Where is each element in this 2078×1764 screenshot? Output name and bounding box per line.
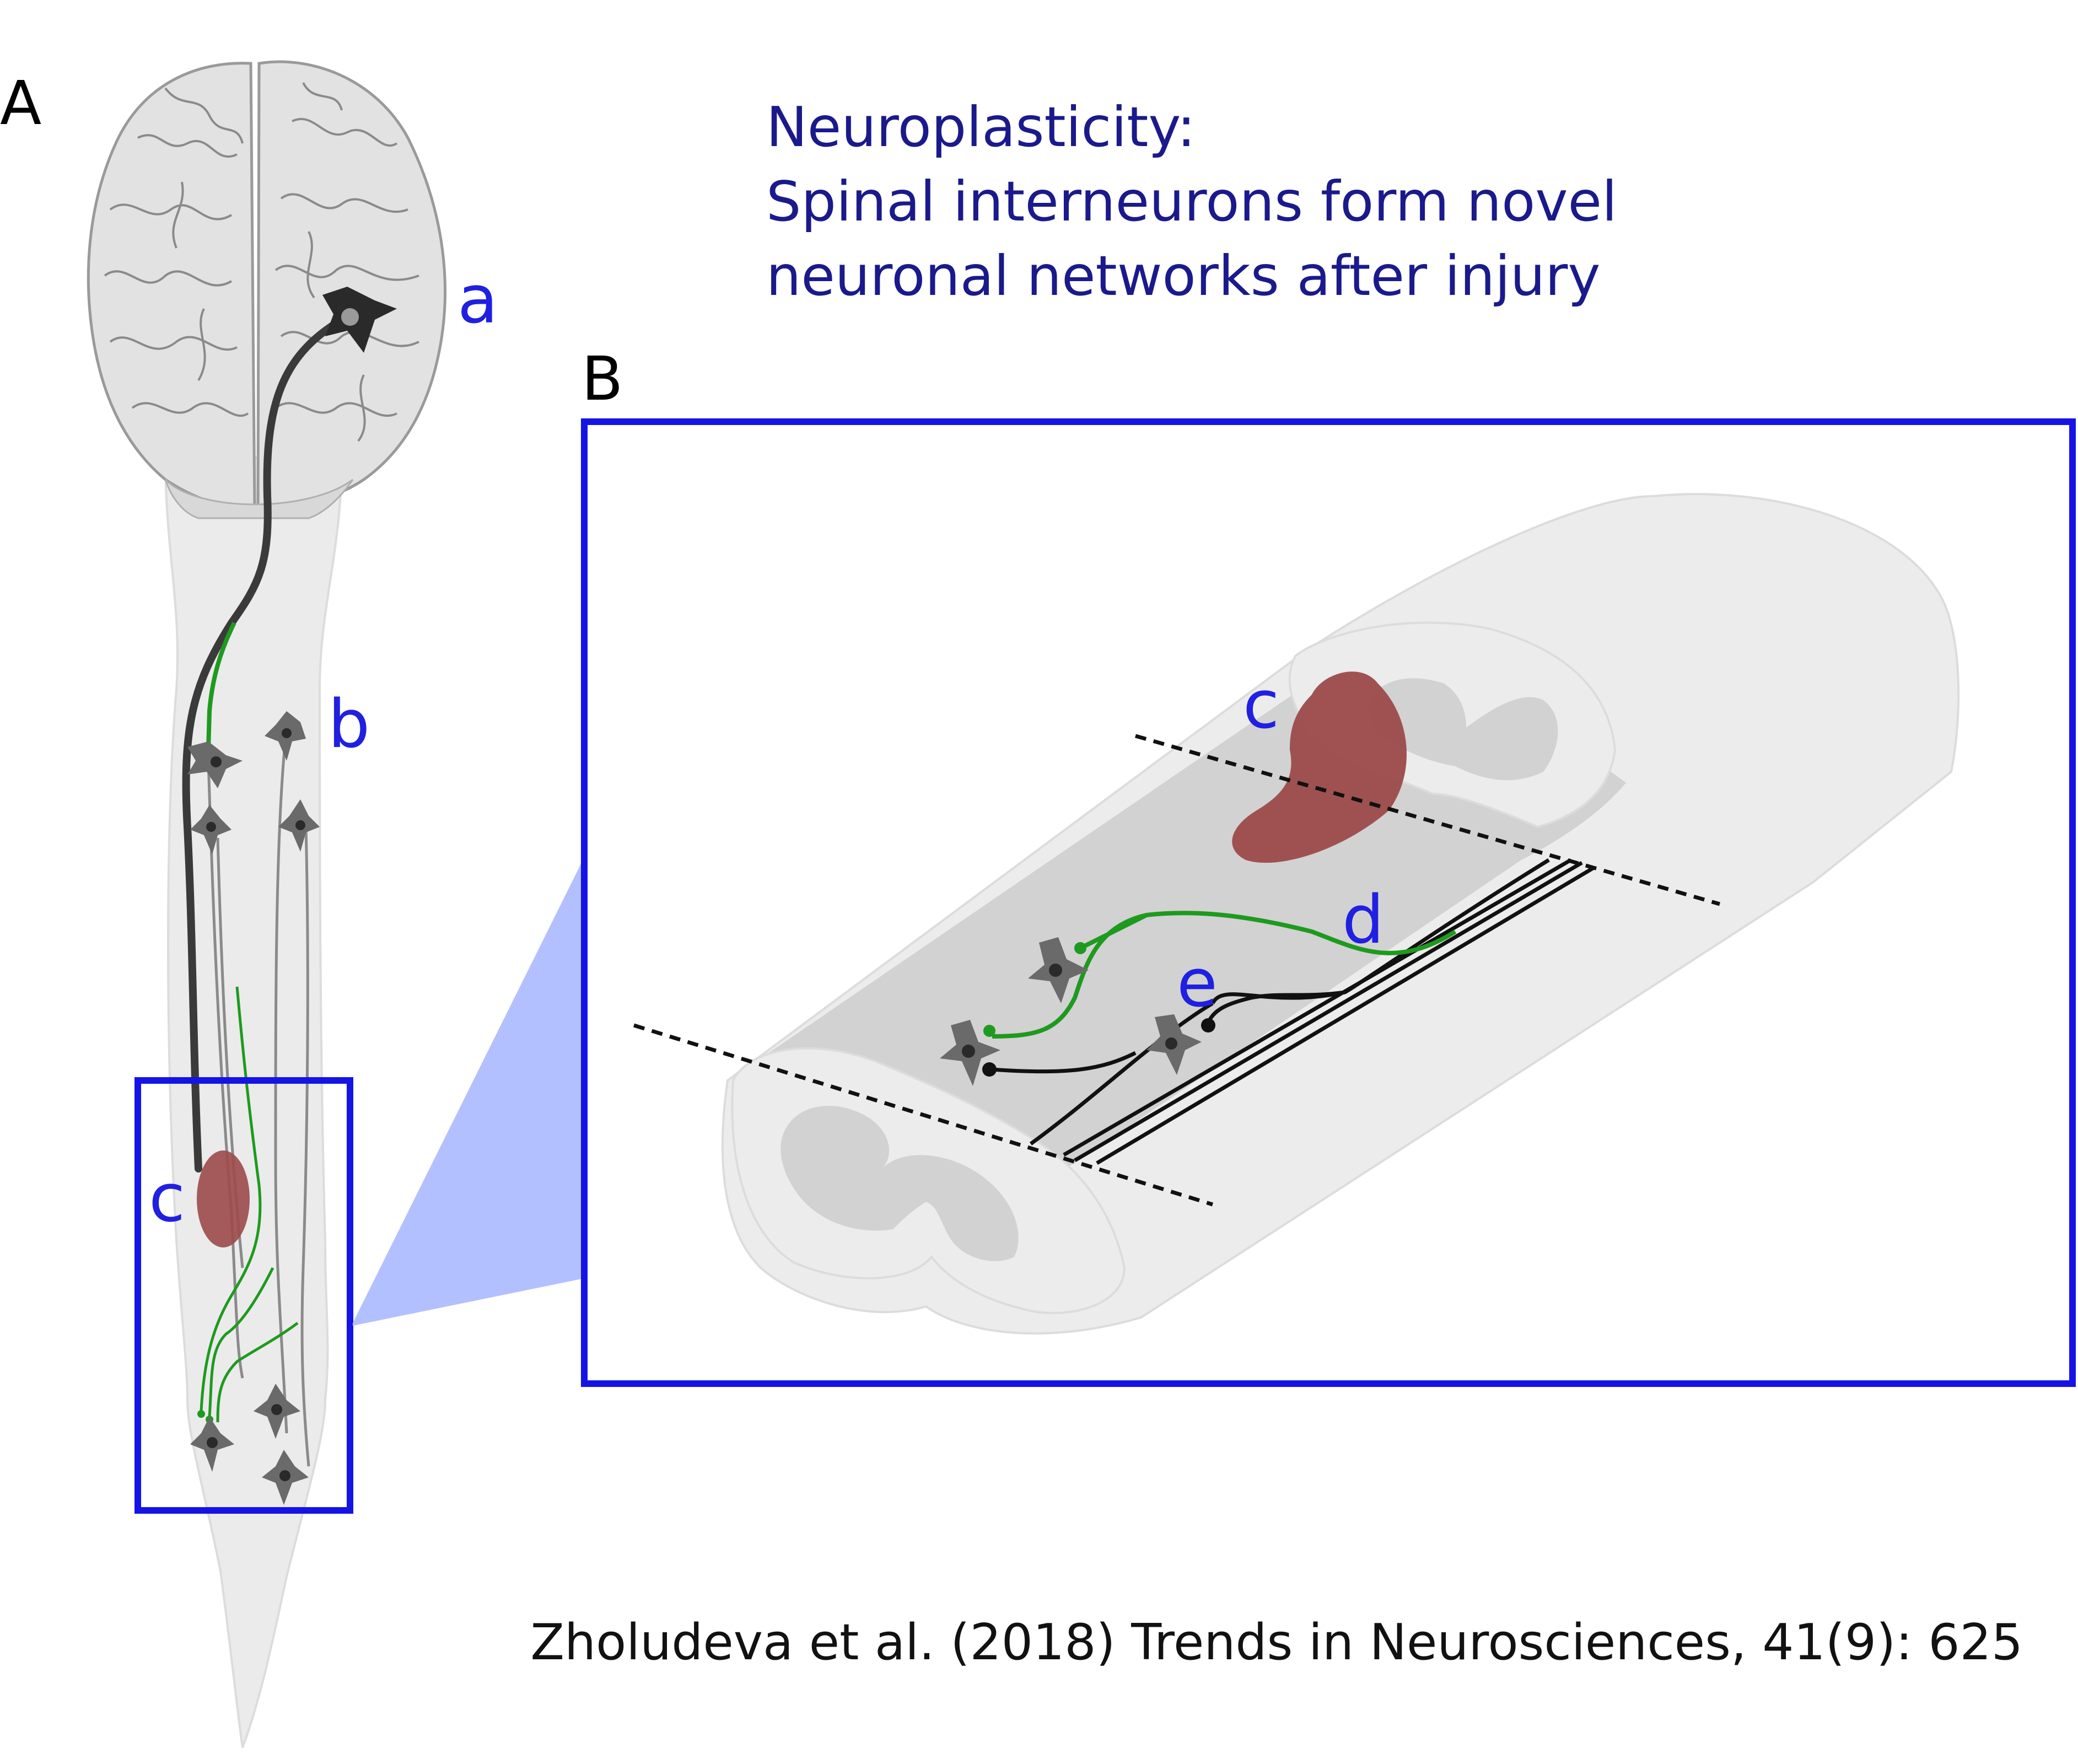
panel-a [87,60,446,1748]
figure-title: Neuroplasticity: Spinal interneurons for… [766,95,1617,308]
far-grey-matter [1367,678,1558,781]
interneuron-nuclei-a [206,728,305,1481]
label-b: b [328,686,370,763]
citation: Zholudeva et al. (2018) Trends in Neuros… [530,1614,2023,1671]
brain [87,60,446,519]
lesion-site-b [1232,671,1407,863]
zoom-frame-a [134,1077,353,1514]
dark-collaterals-b [992,990,1345,1074]
brain-left-hemisphere [87,62,256,509]
label-c-left: c [149,1160,185,1237]
label-a: a [457,262,498,338]
brain-right-hemisphere [256,60,446,509]
spinal-cord-3d [633,493,1960,1335]
panel-b-letter: B [582,343,623,414]
green-axons-b [992,911,1457,1039]
green-collateral-upper [206,622,236,750]
cut-line-far [1135,734,1720,906]
title-line-1: Neuroplasticity: [766,95,1196,159]
green-fibres-lower [200,986,299,1423]
cortical-motor-neuron [322,287,397,353]
brainstem-cap [164,478,354,519]
label-c-right: c [1243,667,1279,744]
corticospinal-axon [182,316,346,1173]
zoom-connector [353,863,582,1326]
spinal-cord-body [164,456,343,1748]
panel-a-letter: A [0,68,41,138]
brain-gyri [104,82,419,442]
interneuron-nuclei-b [962,964,1177,1058]
cut-line-near [633,1023,1214,1207]
lesion-site-a [197,1150,250,1247]
label-e: e [1177,945,1218,1022]
label-d: d [1342,882,1384,959]
black-axon-bundle [1029,858,1594,1165]
title-line-2: Spinal interneurons form novel [766,169,1617,234]
title-line-3: neuronal networks after injury [766,244,1601,308]
near-grey-matter [780,1106,1019,1261]
